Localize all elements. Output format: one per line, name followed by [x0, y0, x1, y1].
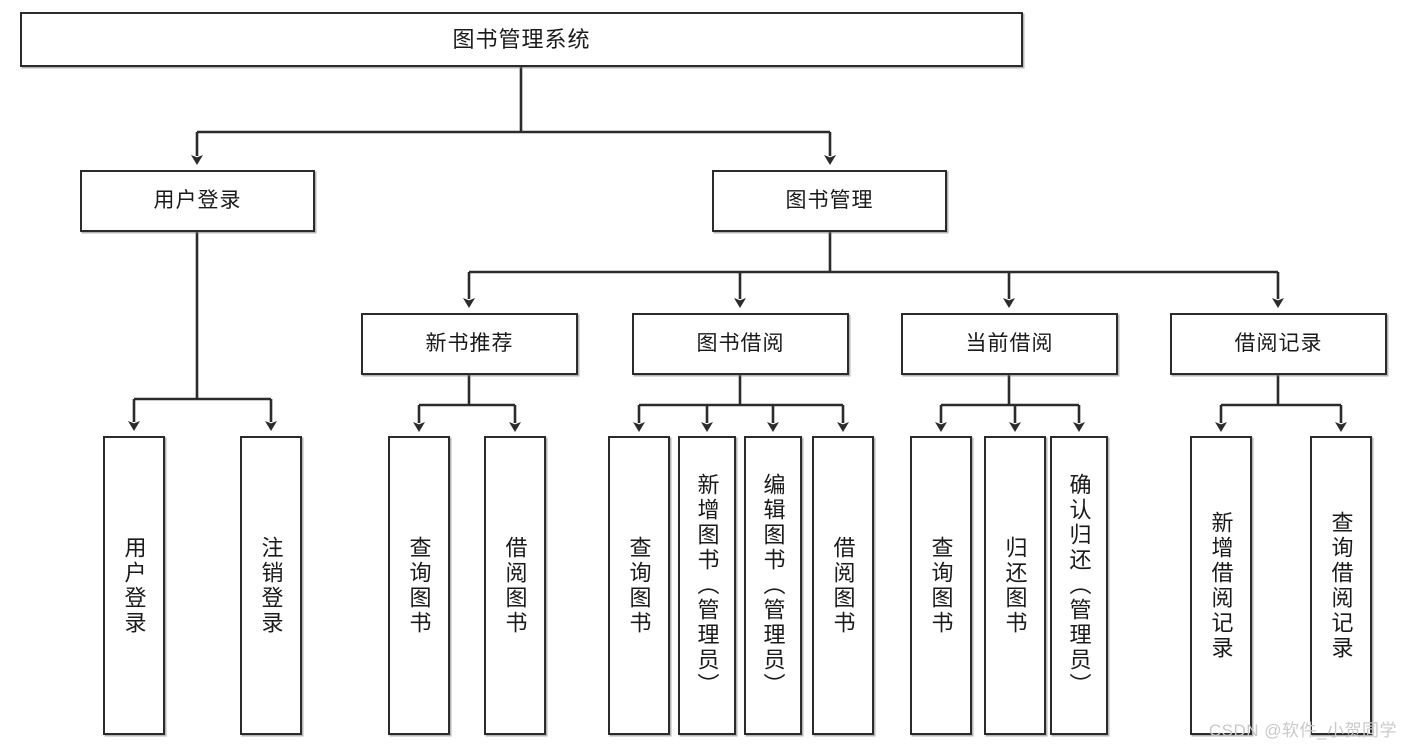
node-label: 查询图书 [928, 535, 954, 636]
node-label: 借阅图书 [502, 535, 528, 636]
node-leaf-borrow-book-recommend[interactable]: 借阅图书 [484, 436, 546, 735]
node-label: 新增图书（管理员） [694, 473, 720, 698]
node-label: 新增借阅记录 [1208, 510, 1234, 661]
node-leaf-user-login[interactable]: 用户登录 [103, 436, 165, 735]
node-label: 编辑图书（管理员） [760, 473, 786, 698]
node-label: 查询借阅记录 [1328, 510, 1354, 661]
node-leaf-query-book-borrow[interactable]: 查询图书 [608, 436, 670, 735]
node-root-book-management-system[interactable]: 图书管理系统 [20, 12, 1023, 67]
node-leaf-borrow-book[interactable]: 借阅图书 [812, 436, 874, 735]
node-label: 注销登录 [258, 535, 284, 636]
node-leaf-query-book-current[interactable]: 查询图书 [910, 436, 972, 735]
csdn-watermark: CSDN @软件_小贺同学 [1208, 721, 1397, 740]
node-label: 归还图书 [1002, 535, 1028, 636]
node-label: 图书借阅 [696, 331, 785, 355]
node-leaf-edit-book-admin[interactable]: 编辑图书（管理员） [744, 436, 802, 735]
node-leaf-add-borrow-record[interactable]: 新增借阅记录 [1190, 436, 1252, 735]
node-label: 借阅记录 [1234, 331, 1323, 355]
node-label: 查询图书 [406, 535, 432, 636]
node-label: 用户登录 [121, 535, 147, 636]
node-book-management[interactable]: 图书管理 [712, 170, 947, 232]
node-label: 图书管理系统 [452, 26, 591, 52]
node-label: 新书推荐 [425, 331, 514, 355]
current-borrow-to-leaves-connectors [935, 375, 1085, 432]
node-new-book-recommend[interactable]: 新书推荐 [361, 313, 578, 375]
user-login-to-leaves-connectors [128, 232, 277, 431]
node-borrow-record[interactable]: 借阅记录 [1170, 313, 1387, 375]
node-leaf-query-book-recommend[interactable]: 查询图书 [388, 436, 450, 735]
node-label: 查询图书 [626, 535, 652, 636]
node-label: 用户登录 [153, 188, 242, 212]
book-manage-to-level2-connectors [463, 232, 1284, 308]
new-book-recommend-to-leaves-connectors [413, 375, 521, 432]
node-leaf-logout[interactable]: 注销登录 [240, 436, 302, 735]
node-label: 借阅图书 [830, 535, 856, 636]
borrow-record-to-leaves-connectors [1215, 375, 1347, 432]
node-user-login[interactable]: 用户登录 [80, 170, 315, 232]
book-borrow-to-leaves-connectors [633, 375, 849, 432]
node-label: 图书管理 [785, 188, 874, 212]
root-to-level1-connectors [191, 67, 836, 165]
node-label: 当前借阅 [965, 331, 1054, 355]
node-leaf-query-borrow-record[interactable]: 查询借阅记录 [1310, 436, 1372, 735]
node-label: 确认归还（管理员） [1066, 473, 1092, 698]
node-current-borrow[interactable]: 当前借阅 [901, 313, 1118, 375]
node-leaf-return-book[interactable]: 归还图书 [984, 436, 1046, 735]
node-book-borrow[interactable]: 图书借阅 [632, 313, 849, 375]
node-leaf-add-book-admin[interactable]: 新增图书（管理员） [678, 436, 736, 735]
node-leaf-confirm-return-admin[interactable]: 确认归还（管理员） [1050, 436, 1108, 735]
